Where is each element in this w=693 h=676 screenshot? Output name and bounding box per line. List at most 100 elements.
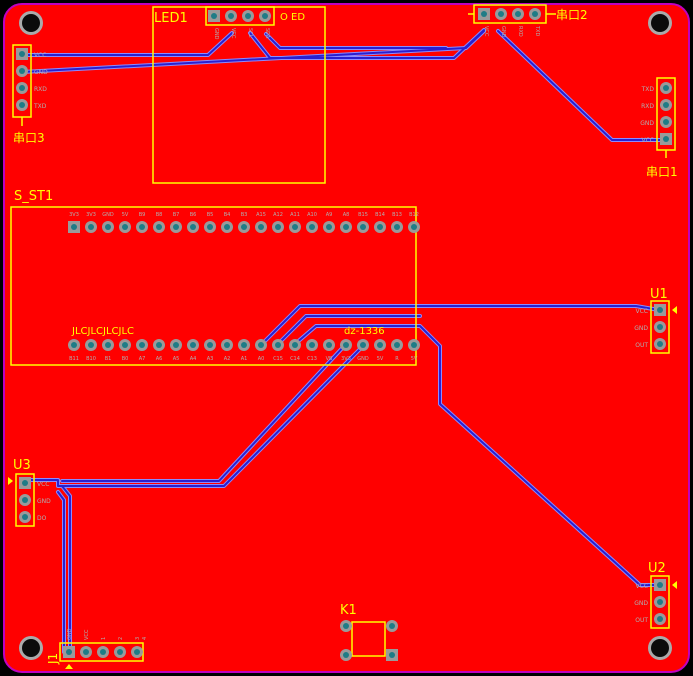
s-st1-top-pin-label: B6: [190, 212, 197, 218]
tt1-pin-label: GND: [640, 120, 654, 127]
s-st1-drill: [394, 224, 400, 230]
s-st1-drill: [258, 224, 264, 230]
component-uart3[interactable]: VCC GND RXD TXD 串口3: [12, 44, 48, 145]
u2-pin-label: VCC: [636, 583, 648, 590]
s-st1-top-pin-label: A11: [290, 212, 300, 218]
s-st1-drill: [343, 342, 349, 348]
s-st1-top-pin-label: A12: [273, 212, 283, 218]
s-st1-bottom-pin-label: C13: [307, 356, 317, 362]
silk-text-model: dz-1336: [344, 326, 385, 337]
s-st1-drill: [139, 224, 145, 230]
s-st1-top-pin-label: 3V3: [69, 212, 79, 218]
s-st1-drill: [88, 224, 94, 230]
s-st1-drill: [156, 224, 162, 230]
tt1-pin-label: RXD: [641, 103, 654, 110]
s-st1-top-pin-label: B14: [375, 212, 385, 218]
tt1-pin-label: VCC: [642, 137, 654, 144]
s-st1-bottom-pin-label: C14: [290, 356, 300, 362]
s-st1-top-pin-label: B3: [241, 212, 248, 218]
designator-tt1: 串口1: [646, 165, 678, 179]
s-st1-top-pin-label: B7: [173, 212, 180, 218]
u3-pin-label: GND: [37, 498, 51, 505]
s-st1-bottom-pin-label: VB: [326, 356, 333, 362]
designator-uart2: 串口2: [556, 8, 588, 22]
s-st1-bottom-pin-label: B10: [86, 356, 96, 362]
s-st1-bottom-pin-label: A6: [156, 356, 163, 362]
s-st1-bottom-pin-label: C15: [273, 356, 283, 362]
component-led1[interactable]: LED1 O ED GND VCC SCL SDA: [152, 6, 326, 184]
u3-pin-label: DO: [37, 515, 47, 522]
component-uart2[interactable]: 串口2 VCC GND RXD TXD: [468, 4, 588, 38]
u3-pin-label: VCC: [37, 481, 49, 488]
mounting-holes: [19, 11, 672, 660]
j1-pin-label: 1: [101, 637, 107, 640]
s-st1-drill: [309, 224, 315, 230]
s-st1-bottom-pin-label: B1: [105, 356, 112, 362]
s-st1-bottom-pin-label: GND: [357, 356, 369, 362]
component-u2[interactable]: U2 VCC GND OUT: [634, 561, 677, 629]
s-st1-top-pin-label: 5V: [122, 212, 129, 218]
s-st1-drill: [241, 224, 247, 230]
s-st1-top-pin-label: B5: [207, 212, 214, 218]
s-st1-top-pin-label: A10: [307, 212, 317, 218]
component-u1[interactable]: U1 VCC GND OUT: [634, 287, 677, 354]
uart2-pin-label: TXD: [534, 25, 540, 36]
s-st1-bottom-pin-label: A4: [190, 356, 197, 362]
uart3-pin-label: RXD: [34, 86, 47, 93]
j1-pin-label: 3: [135, 637, 141, 640]
component-u3[interactable]: U3 VCC GND DO: [8, 458, 51, 527]
s-st1-bottom-pin-label: 5V: [411, 356, 418, 362]
uart3-pin-label: VCC: [34, 52, 46, 59]
silk-text-jlc: JLCJLCJLCJLC: [71, 326, 134, 337]
s-st1-drill: [377, 342, 383, 348]
s-st1-drill: [394, 342, 400, 348]
uart2-pin-label: RXD: [517, 26, 523, 37]
designator-u2: U2: [648, 561, 666, 576]
s-st1-top-pin-label: B12: [409, 212, 419, 218]
component-k1[interactable]: K1: [340, 603, 398, 661]
s-st1-bottom-pin-label: 5V: [377, 356, 384, 362]
designator-u1: U1: [650, 287, 668, 302]
tt1-pin-label: TXD: [641, 86, 655, 93]
component-j1[interactable]: J1 GND VCC 1 2 3 4: [46, 628, 148, 669]
s-st1-drill: [326, 224, 332, 230]
u1-pin-label: VCC: [636, 308, 648, 315]
s-st1-drill: [258, 342, 264, 348]
designator-u3: U3: [13, 458, 31, 473]
led1-pin-label: SDA: [264, 28, 270, 39]
j1-pin-label: 2: [118, 637, 124, 640]
s-st1-bottom-pin-label: A5: [173, 356, 180, 362]
s-st1-drill: [224, 224, 230, 230]
led1-pin-label: VCC: [230, 28, 236, 39]
s-st1-bottom-pin-label: A1: [241, 356, 248, 362]
component-tt1[interactable]: TXD RXD GND VCC 串口1: [640, 77, 678, 179]
s-st1-drill: [326, 342, 332, 348]
s-st1-drill: [105, 224, 111, 230]
u2-pin-label: GND: [634, 600, 648, 607]
traces: [20, 28, 668, 654]
designator-uart3: 串口3: [13, 131, 45, 145]
s-st1-drill: [173, 342, 179, 348]
s-st1-drill: [122, 342, 128, 348]
s-st1-drill: [360, 342, 366, 348]
s-st1-drill: [207, 224, 213, 230]
s-st1-top-pin-label: GND: [102, 212, 114, 218]
s-st1-drill: [411, 224, 417, 230]
s-st1-top-pin-label: A8: [343, 212, 350, 218]
s-st1-top-pin-label: B9: [139, 212, 146, 218]
copper-pour: [3, 3, 690, 673]
led1-pin-label: SCL: [247, 28, 253, 38]
led1-pin-label: GND: [213, 28, 219, 40]
s-st1-drill: [241, 342, 247, 348]
s-st1-drill: [377, 224, 383, 230]
designator-s-st1: S_ST1: [14, 189, 53, 204]
s-st1-top-pin-label: 3V3: [86, 212, 96, 218]
uart3-pin-label: GND: [34, 69, 48, 76]
j1-pin-label: GND: [67, 628, 73, 640]
s-st1-drill: [156, 342, 162, 348]
designator-k1: K1: [340, 603, 357, 618]
s-st1-drill: [275, 342, 281, 348]
